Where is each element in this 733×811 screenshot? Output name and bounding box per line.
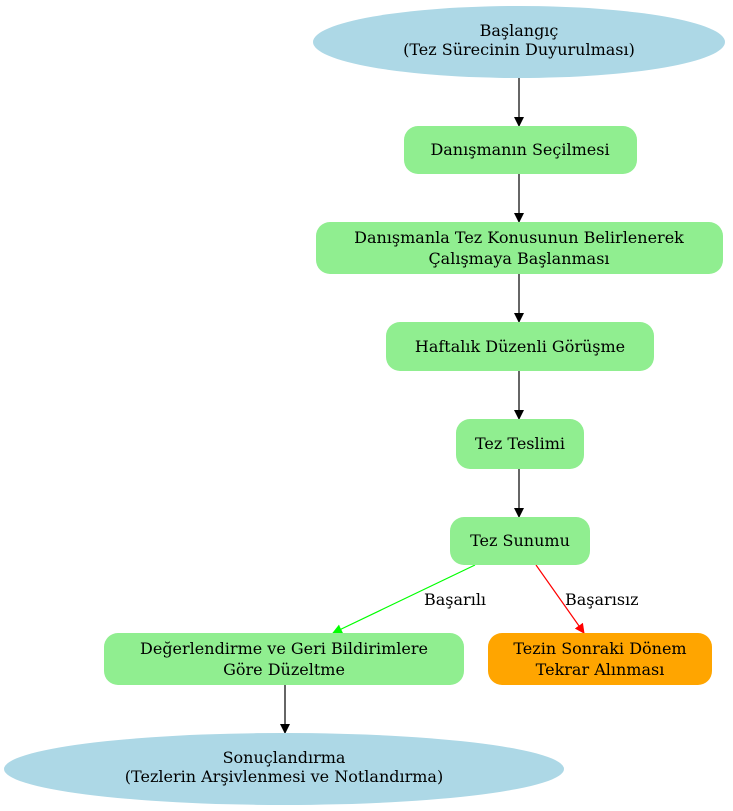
- node-advisor-shape: [404, 126, 637, 174]
- node-end-shape: [4, 733, 564, 805]
- node-retake-line2: Tekrar Alınması: [536, 660, 665, 679]
- node-revision-line2: Göre Düzeltme: [223, 660, 345, 679]
- node-topic-line1: Danışmanla Tez Konusunun Belirlenerek: [354, 228, 684, 247]
- node-submission-shape: [456, 419, 584, 469]
- edge-presentation-to-retake: [535, 564, 585, 634]
- node-presentation: Tez Sunumu: [450, 517, 590, 565]
- node-end-line1: Sonuçlandırma: [223, 748, 346, 767]
- node-weekly: Haftalık Düzenli Görüşme: [386, 322, 654, 371]
- node-start-line1: Başlangıç: [480, 21, 559, 40]
- node-revision: Değerlendirme ve Geri Bildirimlere Göre …: [104, 633, 464, 685]
- node-start-shape: [313, 6, 725, 78]
- node-start-line2: (Tez Sürecinin Duyurulması): [403, 40, 635, 59]
- node-revision-shape: [104, 633, 464, 685]
- node-submission-line1: Tez Teslimi: [475, 434, 565, 453]
- node-end-line2: (Tezlerin Arşivlenmesi ve Notlandırma): [125, 767, 443, 786]
- node-advisor-line1: Danışmanın Seçilmesi: [430, 140, 609, 159]
- node-presentation-line1: Tez Sunumu: [470, 531, 570, 550]
- node-retake: Tezin Sonraki Dönem Tekrar Alınması: [488, 633, 712, 685]
- node-advisor: Danışmanın Seçilmesi: [404, 126, 637, 174]
- edge-presentation-to-revision: [332, 564, 476, 634]
- edge-label-success: Başarılı: [424, 590, 486, 609]
- node-start: Başlangıç (Tez Sürecinin Duyurulması): [313, 6, 725, 78]
- node-retake-shape: [488, 633, 712, 685]
- node-topic: Danışmanla Tez Konusunun Belirlenerek Ça…: [316, 222, 723, 274]
- node-weekly-line1: Haftalık Düzenli Görüşme: [415, 337, 625, 356]
- node-end: Sonuçlandırma (Tezlerin Arşivlenmesi ve …: [4, 733, 564, 805]
- node-weekly-shape: [386, 322, 654, 371]
- node-presentation-shape: [450, 517, 590, 565]
- edge-label-failure: Başarısız: [565, 590, 639, 609]
- node-retake-line1: Tezin Sonraki Dönem: [513, 639, 686, 658]
- node-revision-line1: Değerlendirme ve Geri Bildirimlere: [140, 639, 428, 658]
- node-topic-line2: Çalışmaya Başlanması: [428, 249, 609, 268]
- node-submission: Tez Teslimi: [456, 419, 584, 469]
- node-topic-shape: [316, 222, 723, 274]
